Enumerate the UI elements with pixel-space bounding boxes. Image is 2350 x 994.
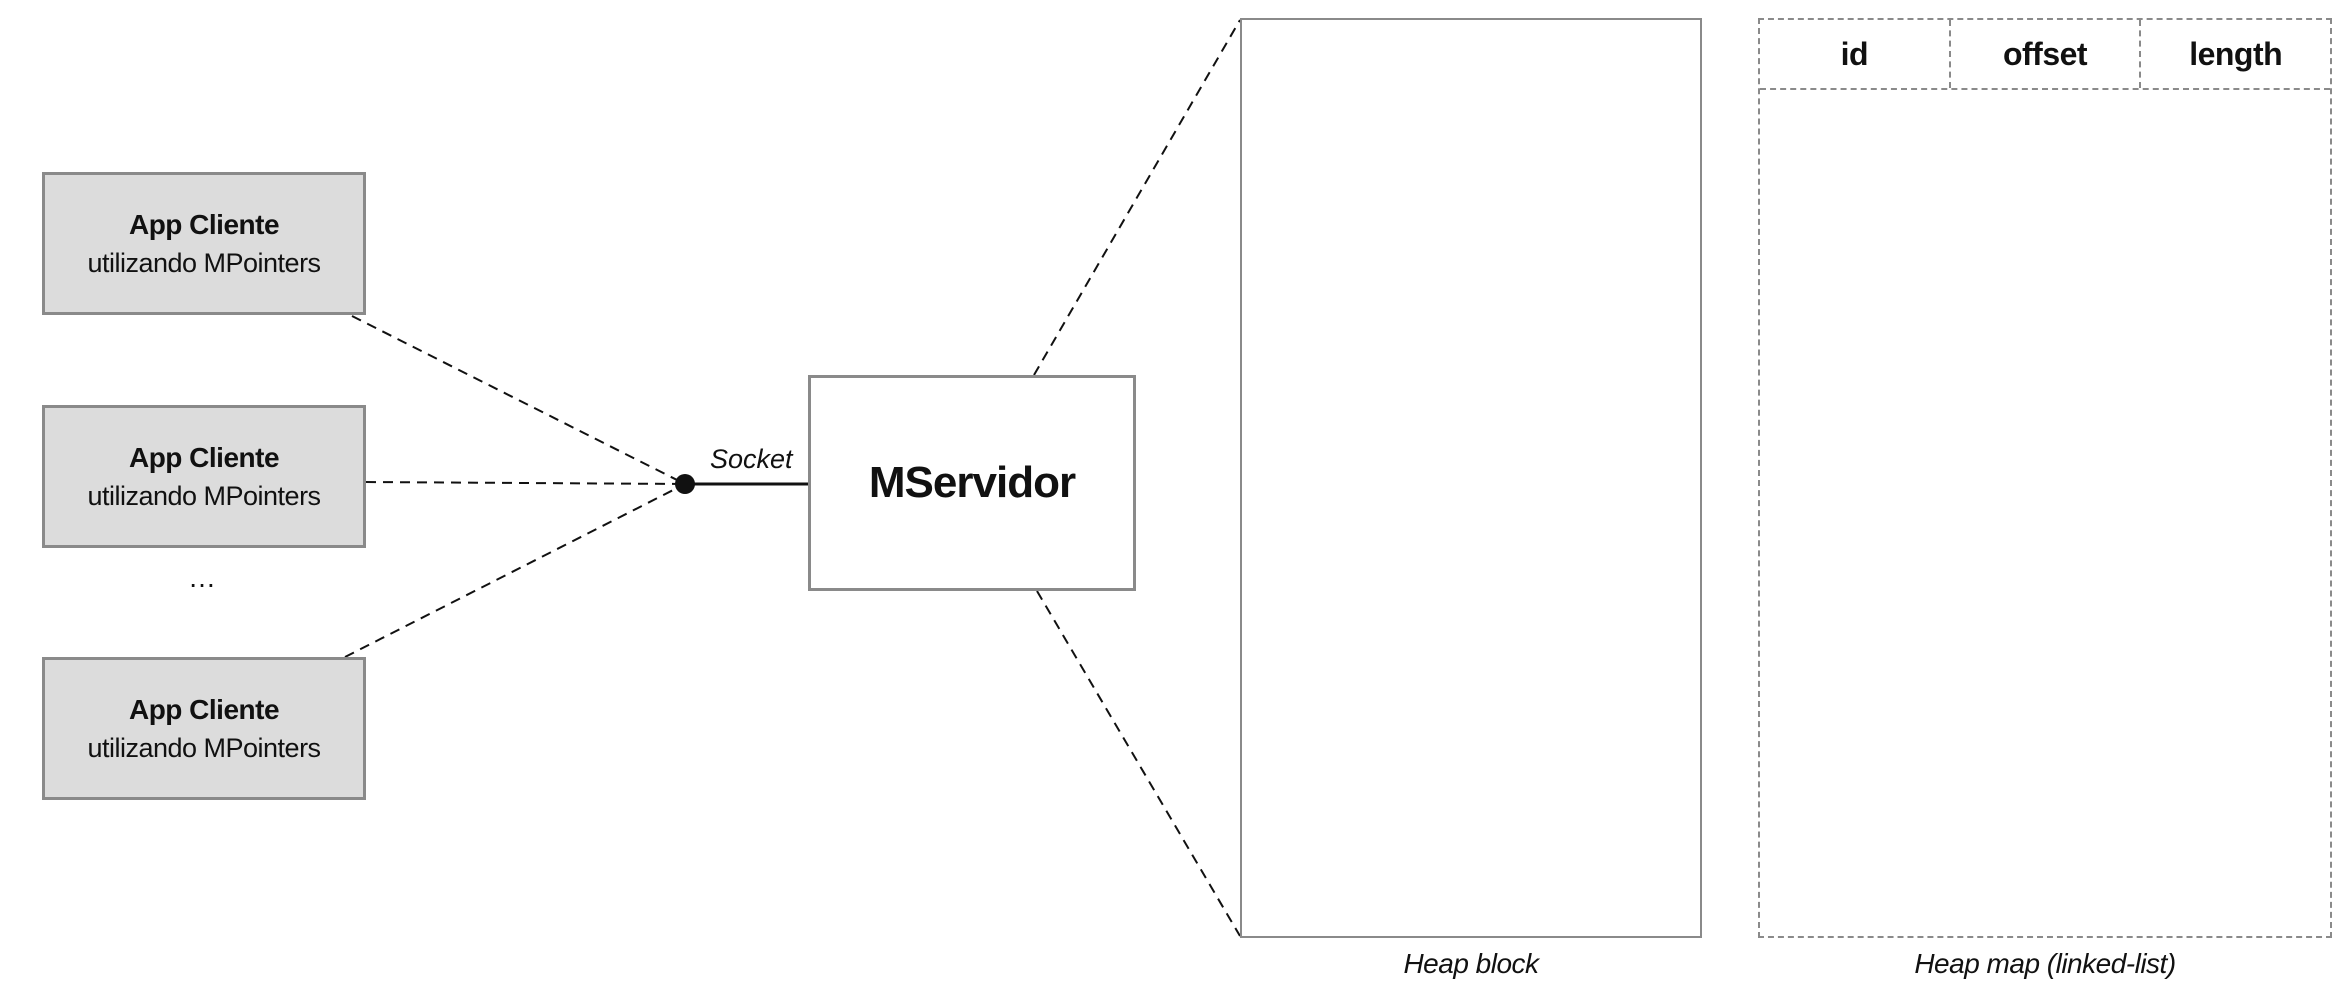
more-clients-ellipsis: …: [188, 562, 220, 593]
heap-block: [1240, 18, 1702, 938]
socket-label: Socket: [710, 444, 793, 474]
client-app-box: App Cliente utilizando MPointers: [42, 405, 366, 548]
socket-junction-dot: [675, 474, 695, 494]
client-app-title: App Cliente: [128, 441, 280, 473]
heap-map-table: id offset length: [1758, 18, 2332, 938]
heap-projection-top: [1033, 19, 1241, 376]
heap-map-header: id offset length: [1760, 20, 2330, 90]
client-app-box: App Cliente utilizando MPointers: [42, 657, 366, 800]
heap-map-column-id: id: [1840, 35, 1869, 72]
client-app-title: App Cliente: [128, 693, 280, 725]
client-3-connector: [344, 483, 686, 658]
heap-block-caption: Heap block: [1403, 948, 1539, 979]
client-app-title: App Cliente: [128, 208, 280, 240]
server-label: MServidor: [868, 458, 1076, 507]
server-box: MServidor: [808, 375, 1136, 591]
heap-map-caption: Heap map (linked-list): [1914, 948, 2176, 979]
client-app-subtitle: utilizando MPointers: [87, 247, 321, 278]
client-app-box: App Cliente utilizando MPointers: [42, 172, 366, 315]
heap-map-column-length: length: [2139, 20, 2330, 88]
heap-projection-bottom: [1036, 590, 1241, 937]
client-app-subtitle: utilizando MPointers: [87, 732, 321, 763]
client-1-connector: [351, 315, 686, 485]
heap-map-column-offset: offset: [1948, 20, 2140, 88]
client-app-subtitle: utilizando MPointers: [87, 480, 321, 511]
client-2-connector: [365, 481, 686, 485]
